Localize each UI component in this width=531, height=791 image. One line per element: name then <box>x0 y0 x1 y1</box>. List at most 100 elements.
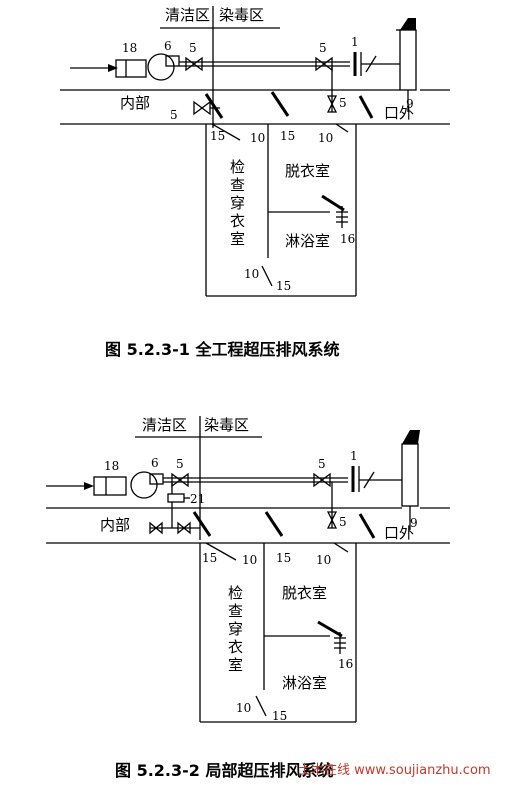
valve-local-a <box>149 521 158 535</box>
caption-2: 图 5.2.3-2 局部超压排风系统 <box>115 761 333 780</box>
valve-5a <box>185 56 196 72</box>
label-10c-2: 10 <box>236 701 251 715</box>
valve-5b-b <box>322 56 333 72</box>
door-swing-c <box>261 265 273 287</box>
label-5b-2: 5 <box>318 457 326 471</box>
label-10a-2: 10 <box>242 553 257 567</box>
valve-local-b-b <box>182 521 191 535</box>
valve-5c-2 <box>326 511 338 522</box>
room-inspect-2-c1: 检 <box>228 584 243 602</box>
label-inside-2: 内部 <box>100 516 130 534</box>
label-21: 21 <box>190 492 205 506</box>
room-undress: 脱衣室 <box>285 162 330 180</box>
room-inspect-c2: 查 <box>230 176 245 194</box>
valve-5d-b <box>200 100 211 116</box>
valve-5a-2 <box>171 472 182 488</box>
door-seal-a-2 <box>192 511 212 537</box>
label-6: 6 <box>164 39 172 53</box>
label-6-2: 6 <box>151 456 159 470</box>
shower-valve-16-2 <box>317 620 343 638</box>
room-inspect-2-c4: 衣 <box>228 638 243 656</box>
label-15b-2: 15 <box>276 551 291 565</box>
valve-5b-2b <box>320 472 331 488</box>
exhaust-shaft-2 <box>401 443 419 507</box>
door-swing-a-2 <box>205 542 237 561</box>
door-seal-a <box>204 93 224 119</box>
label-10b-2: 10 <box>316 553 331 567</box>
valve-5c <box>326 95 338 106</box>
door-swing-c-2 <box>255 695 267 717</box>
door-swing-a <box>211 123 241 141</box>
fan-outlet <box>165 55 180 67</box>
label-outside-2: 口外 <box>384 524 414 542</box>
door-seal-c-2 <box>358 513 376 539</box>
shaft-cap <box>400 18 416 30</box>
label-10c: 10 <box>244 267 259 281</box>
valve-5a-b <box>192 56 203 72</box>
caption-1: 图 5.2.3-1 全工程超压排风系统 <box>105 340 339 359</box>
label-10b: 10 <box>318 131 333 145</box>
label-18-2: 18 <box>104 459 119 473</box>
zone-clean-label: 清洁区 <box>165 6 210 24</box>
label-5d: 5 <box>170 108 178 122</box>
label-9-2: 9 <box>410 516 418 530</box>
label-5a: 5 <box>189 41 197 55</box>
damper-1-mark <box>365 55 377 73</box>
label-15b: 15 <box>280 129 295 143</box>
room-inspect-2-c3: 穿 <box>228 620 243 638</box>
shaft-cap-2 <box>402 430 420 444</box>
valve-local-a-b <box>154 521 163 535</box>
damper-1-2-mark <box>363 471 375 489</box>
label-outside: 口外 <box>384 104 414 122</box>
door-swing-b-2 <box>333 542 349 553</box>
intake-arrow-head-2 <box>84 482 94 490</box>
exhaust-shaft <box>399 29 417 91</box>
label-16: 16 <box>340 232 355 246</box>
room-inspect-c4: 衣 <box>230 212 245 230</box>
label-18: 18 <box>122 41 137 55</box>
label-5c: 5 <box>339 96 347 110</box>
label-inside: 内部 <box>120 94 150 112</box>
fan-outlet-2 <box>149 473 164 485</box>
valve-5b-2 <box>313 472 324 488</box>
filter-18-2 <box>93 476 127 496</box>
label-1-2: 1 <box>350 449 358 463</box>
valve-5d <box>193 100 204 116</box>
label-16-2: 16 <box>338 657 353 671</box>
zone-toxic-label-2: 染毒区 <box>204 416 249 434</box>
room-inspect-c3: 穿 <box>230 194 245 212</box>
label-15c-2: 15 <box>272 709 287 723</box>
figure-2: 清洁区 染毒区 18 6 5 21 5 1 9 <box>46 416 450 780</box>
figure-1: 清洁区 染毒区 18 6 5 5 1 9 <box>60 6 450 359</box>
door-seal-c <box>358 95 374 119</box>
label-1: 1 <box>351 35 359 49</box>
filter-18 <box>115 59 147 78</box>
label-15a: 15 <box>210 129 225 143</box>
valve-5b <box>315 56 326 72</box>
valve-5a-2b <box>178 472 189 488</box>
shower-valve-16 <box>321 194 345 212</box>
valve-5c-b <box>326 102 338 113</box>
door-seal-b-2 <box>264 511 284 537</box>
zone-toxic-label: 染毒区 <box>219 6 264 24</box>
valve-local-b <box>177 521 186 535</box>
label-9: 9 <box>406 97 414 111</box>
valve-5c-2b <box>326 518 338 529</box>
label-15a-2: 15 <box>202 551 217 565</box>
room-inspect-2-c5: 室 <box>228 656 243 674</box>
door-seal-b <box>270 91 290 117</box>
room-inspect-c5: 室 <box>230 230 245 248</box>
room-inspect-c1: 检 <box>230 158 245 176</box>
device-21 <box>167 493 185 503</box>
label-5b: 5 <box>319 41 327 55</box>
intake-arrow-head <box>108 64 118 72</box>
room-undress-2: 脱衣室 <box>282 584 327 602</box>
label-5a-2: 5 <box>176 457 184 471</box>
label-10a: 10 <box>250 131 265 145</box>
door-swing-b <box>335 123 349 133</box>
label-5c-2: 5 <box>339 515 347 529</box>
zone-clean-label-2: 清洁区 <box>142 416 187 434</box>
label-15c: 15 <box>276 279 291 293</box>
room-inspect-2-c2: 查 <box>228 602 243 620</box>
